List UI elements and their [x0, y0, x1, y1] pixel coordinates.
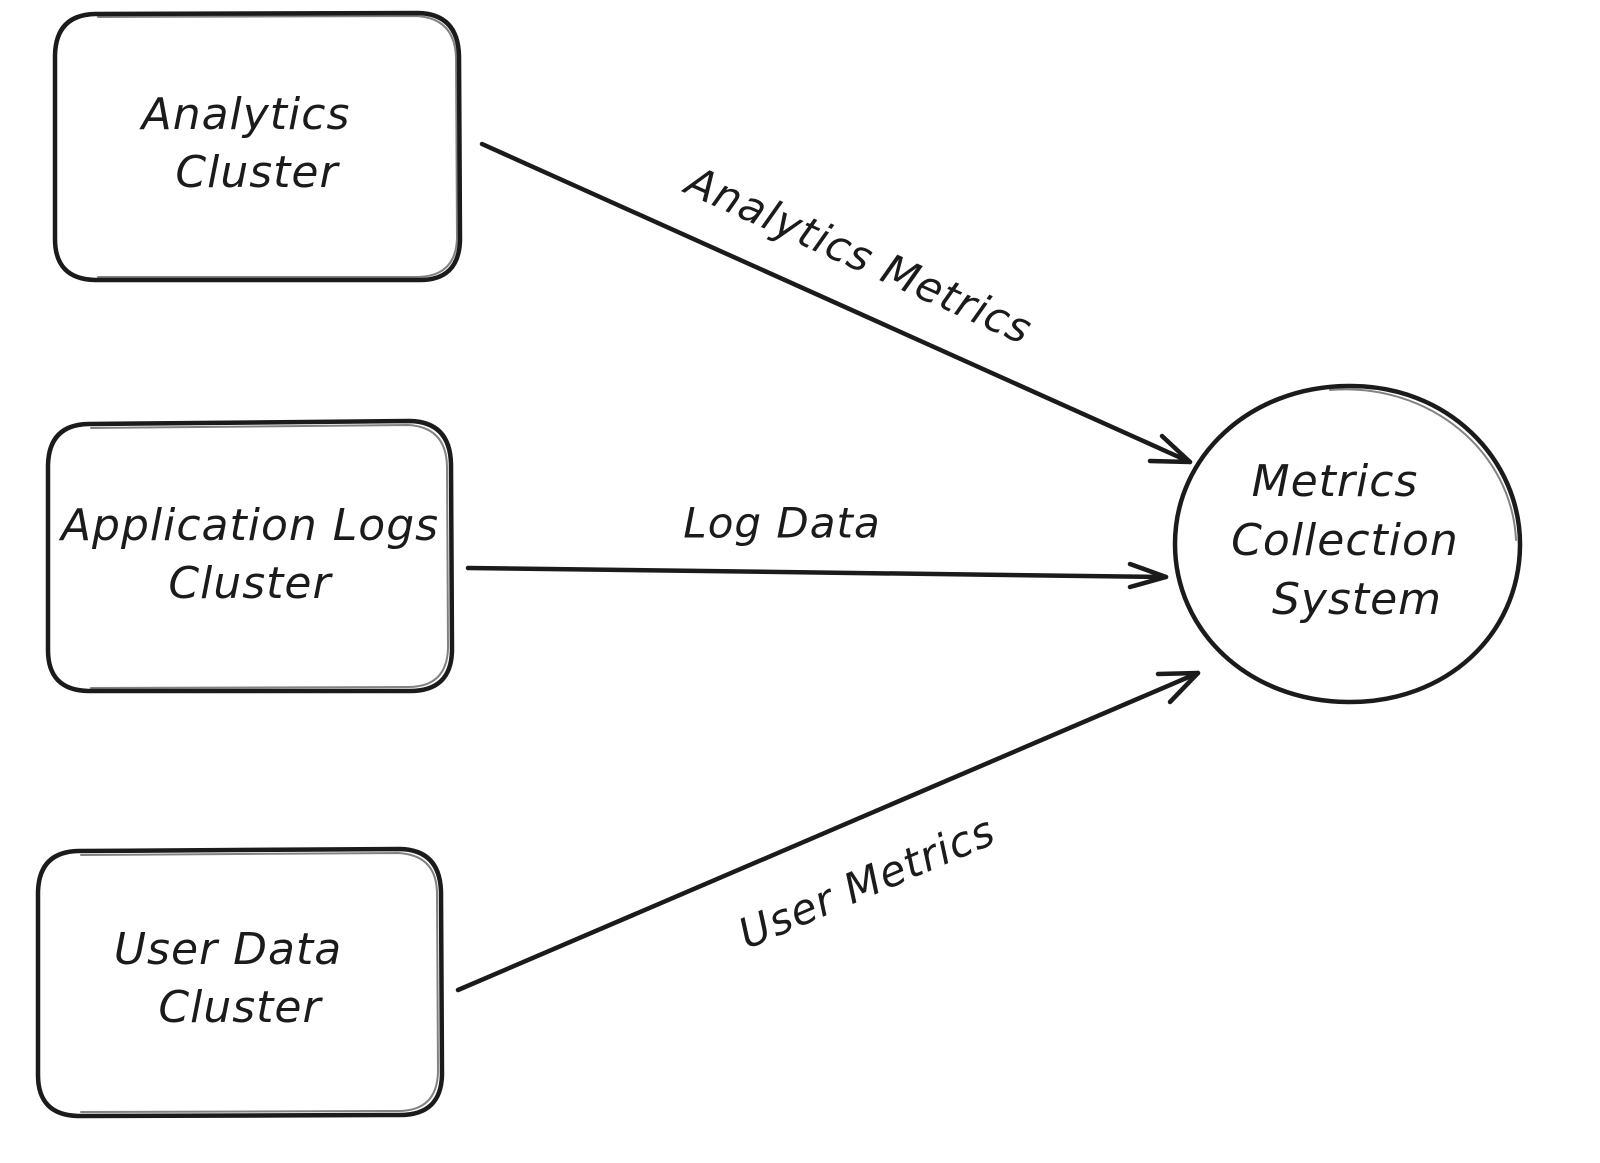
application-logs-cluster-label-line1: Application Logs — [58, 500, 439, 551]
edge-analytics-to-metrics[interactable]: Analytics Metrics — [479, 141, 1193, 465]
metrics-collection-system-label-line3: System — [1272, 574, 1442, 625]
logs-to-metrics-arrowhead — [1127, 561, 1169, 590]
user-data-cluster-box-sketch — [80, 852, 439, 1113]
analytics-cluster-label-line1: Analytics — [139, 89, 351, 140]
application-logs-cluster-box-sketch — [90, 424, 449, 689]
node-analytics-cluster[interactable]: Analytics Cluster — [52, 10, 463, 283]
node-application-logs-cluster[interactable]: Application Logs Cluster — [45, 418, 455, 694]
logs-to-metrics-line — [465, 565, 1169, 580]
node-user-data-cluster[interactable]: User Data Cluster — [35, 846, 445, 1119]
analytics-cluster-box — [52, 10, 463, 283]
metrics-collection-system-circle-sketch — [1329, 388, 1517, 541]
user-data-cluster-label-line1: User Data — [114, 924, 342, 975]
application-logs-cluster-label-line2: Cluster — [168, 558, 333, 609]
user-metrics-label: User Metrics — [731, 806, 1002, 959]
metrics-collection-system-circle — [1172, 383, 1523, 705]
user-to-metrics-line — [455, 670, 1201, 993]
analytics-cluster-label-line2: Cluster — [175, 147, 340, 198]
user-to-metrics-arrowhead — [1155, 670, 1201, 705]
analytics-to-metrics-line — [479, 141, 1193, 465]
user-data-cluster-label-line2: Cluster — [158, 982, 323, 1033]
node-metrics-collection-system[interactable]: Metrics Collection System — [1172, 383, 1523, 705]
analytics-to-metrics-arrowhead — [1147, 433, 1193, 465]
log-data-label: Log Data — [683, 499, 880, 548]
analytics-cluster-box-sketch — [97, 15, 458, 278]
edge-logs-to-metrics[interactable]: Log Data — [465, 499, 1169, 590]
user-data-cluster-box — [35, 846, 445, 1119]
metrics-collection-system-label-line1: Metrics — [1252, 456, 1419, 507]
metrics-collection-system-label-line2: Collection — [1231, 515, 1459, 566]
application-logs-cluster-box — [45, 418, 455, 694]
edge-user-to-metrics[interactable]: User Metrics — [455, 670, 1201, 993]
